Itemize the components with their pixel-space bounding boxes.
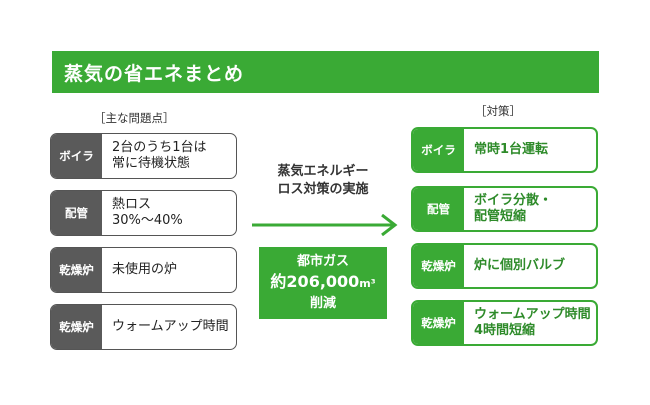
measure-tag: 配管: [413, 188, 464, 230]
problem-text: 未使用の炉: [112, 262, 178, 277]
gas-amount-unit: m³: [359, 277, 376, 290]
measure-tag: 乾燥炉: [413, 245, 464, 287]
problem-tag: 乾燥炉: [51, 305, 102, 349]
problems-heading: ［主な問題点］: [94, 111, 175, 125]
problem-text: ウォームアップ時間: [112, 319, 229, 334]
measure-text: ボイラ分散・ 配管短縮: [474, 193, 553, 224]
measure-text: 炉に個別バルブ: [474, 258, 566, 273]
measure-row-piping: 配管 ボイラ分散・ 配管短縮: [411, 186, 598, 232]
measure-row-boiler: ボイラ 常時1台運転: [411, 127, 598, 173]
problem-row-boiler: ボイラ 2台のうち1台は 常に待機状態: [50, 133, 237, 179]
measure-text: 常時1台運転: [474, 142, 549, 157]
gas-amount: 約206,000m³: [270, 272, 375, 294]
right-arrow-icon: [252, 214, 398, 236]
problem-tag: 乾燥炉: [51, 248, 102, 292]
measure-row-dryer-valve: 乾燥炉 炉に個別バルブ: [411, 243, 598, 289]
measure-tag: 乾燥炉: [413, 302, 464, 344]
measures-heading: ［対策］: [475, 104, 521, 118]
measure-row-dryer-warmup: 乾燥炉 ウォームアップ時間 4時間短縮: [411, 300, 598, 346]
problem-text: 2台のうち1台は 常に待機状態: [112, 140, 207, 171]
gas-amount-prefix: 約: [270, 272, 287, 291]
problem-tag: 配管: [51, 191, 102, 235]
title-banner: 蒸気の省エネまとめ: [52, 51, 599, 93]
problem-row-dryer-unused: 乾燥炉 未使用の炉: [50, 247, 237, 293]
gas-reduction-label: 削減: [309, 296, 336, 311]
page-title: 蒸気の省エネまとめ: [64, 62, 245, 85]
problem-row-dryer-warmup: 乾燥炉 ウォームアップ時間: [50, 304, 237, 350]
problem-row-piping: 配管 熱ロス 30%〜40%: [50, 190, 237, 236]
gas-label: 都市ガス: [296, 254, 349, 269]
center-caption: 蒸気エネルギー ロス対策の実施: [277, 164, 369, 197]
problem-text: 熱ロス 30%〜40%: [112, 197, 183, 228]
problem-tag: ボイラ: [51, 134, 102, 178]
measure-text: ウォームアップ時間 4時間短縮: [474, 307, 591, 338]
gas-reduction-box: 都市ガス 約206,000m³ 削減: [259, 247, 387, 319]
gas-amount-value: 206,000: [286, 272, 360, 291]
measure-tag: ボイラ: [413, 129, 464, 171]
